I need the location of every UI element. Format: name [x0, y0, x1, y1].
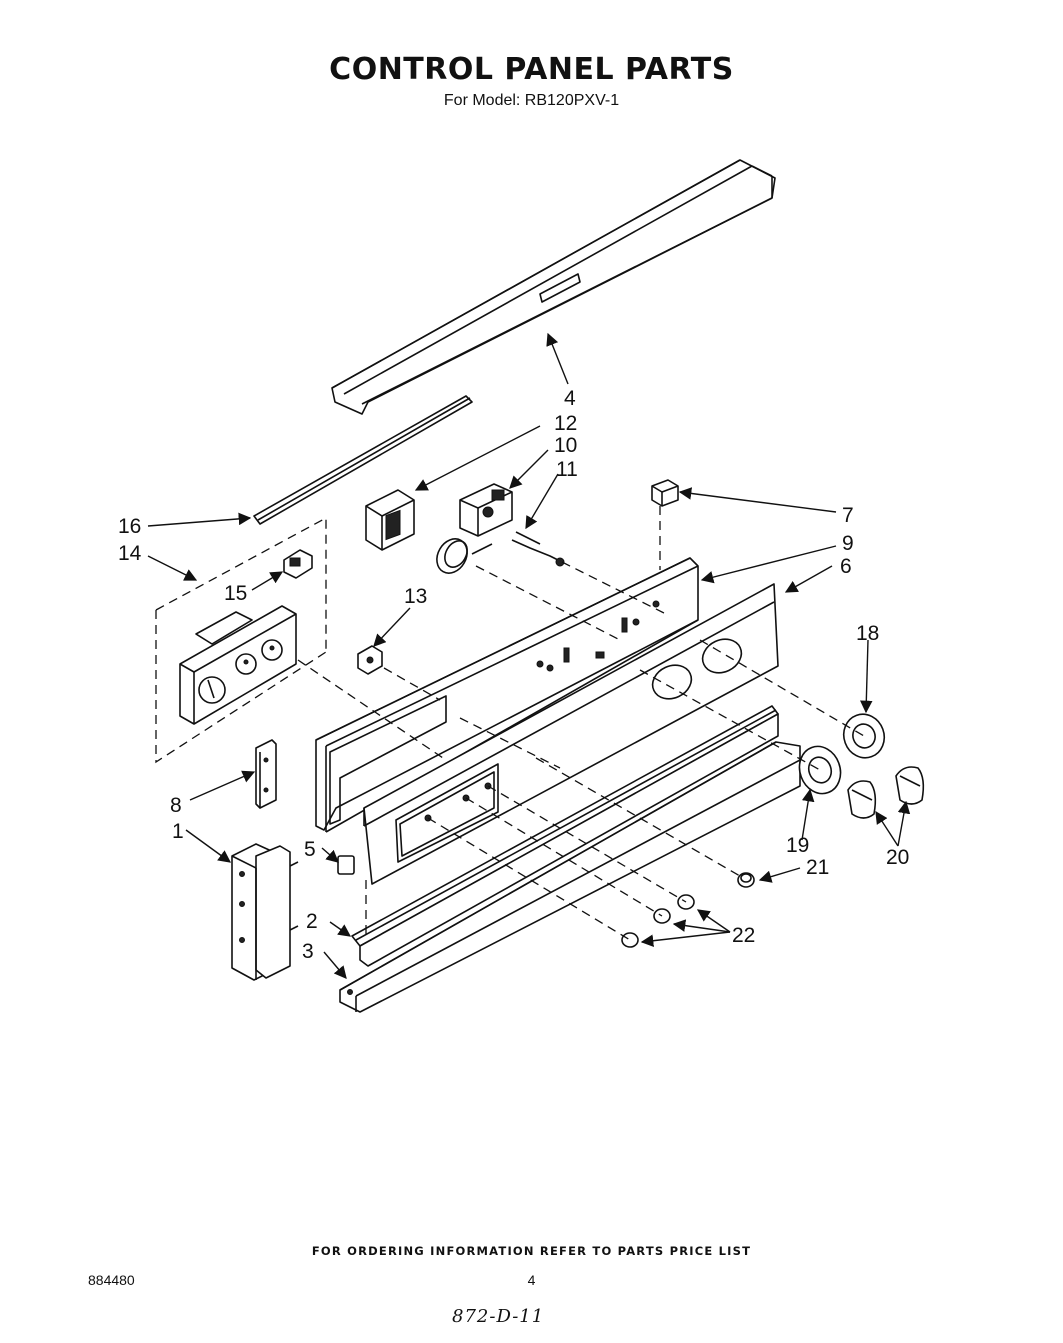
callout-5: 5 — [304, 838, 316, 861]
part-19-bezel — [798, 745, 842, 795]
callout-labels: 4 12 10 11 7 9 6 16 14 15 13 18 8 1 5 19… — [118, 387, 909, 963]
callout-6: 6 — [840, 555, 852, 578]
callout-8: 8 — [170, 794, 182, 817]
part-8-bracket — [255, 739, 277, 809]
model-subtitle: For Model: RB120PXV-1 — [443, 92, 620, 109]
handwritten-note: 872-D-11 — [452, 1306, 545, 1327]
part-13-switch — [357, 645, 383, 675]
part-16-strip — [253, 395, 473, 525]
callout-12: 12 — [554, 412, 577, 435]
part-7-clip — [651, 479, 679, 507]
part-20-knobs — [847, 766, 925, 819]
document-number: 884480 — [88, 1272, 135, 1288]
callout-7: 7 — [842, 504, 854, 527]
part-5-indicator — [337, 855, 355, 875]
part-14-timer-assembly — [155, 516, 327, 764]
callout-3: 3 — [302, 940, 314, 963]
part-22-screws — [621, 894, 695, 948]
callout-18: 18 — [856, 622, 879, 645]
callout-11: 11 — [556, 458, 578, 481]
part-18-bezel — [842, 713, 886, 759]
part-21-screw — [737, 872, 755, 888]
callout-20: 20 — [886, 846, 909, 869]
page-number: 4 — [527, 1272, 536, 1288]
assembly-lines — [297, 506, 865, 941]
page-title: CONTROL PANEL PARTS — [329, 52, 734, 87]
part-1-terminal-block — [231, 843, 299, 981]
part-11-wire — [511, 531, 565, 567]
part-6-console-panel — [363, 583, 779, 885]
callout-2: 2 — [306, 910, 318, 933]
callout-4: 4 — [564, 387, 576, 410]
callout-21: 21 — [806, 856, 829, 879]
callout-19: 19 — [786, 834, 809, 857]
ring-part — [436, 538, 493, 574]
callout-22: 22 — [732, 924, 755, 947]
part-2-trim-strip — [351, 705, 779, 967]
part-12-switch — [365, 489, 415, 551]
callout-9: 9 — [842, 532, 854, 555]
callout-10: 10 — [554, 434, 577, 457]
part-3-bottom-channel — [339, 741, 801, 1013]
callout-14: 14 — [118, 542, 142, 565]
leader-lines — [147, 332, 911, 979]
part-15-clip — [283, 549, 313, 579]
callout-1: 1 — [172, 820, 184, 843]
callout-15: 15 — [224, 582, 247, 605]
part-9-bracket — [315, 557, 699, 833]
ordering-note: FOR ORDERING INFORMATION REFER TO PARTS … — [311, 1244, 752, 1258]
part-4-top-trim — [331, 159, 776, 415]
part-10-switch — [459, 483, 513, 537]
callout-13: 13 — [404, 585, 427, 608]
callout-16: 16 — [118, 515, 141, 538]
